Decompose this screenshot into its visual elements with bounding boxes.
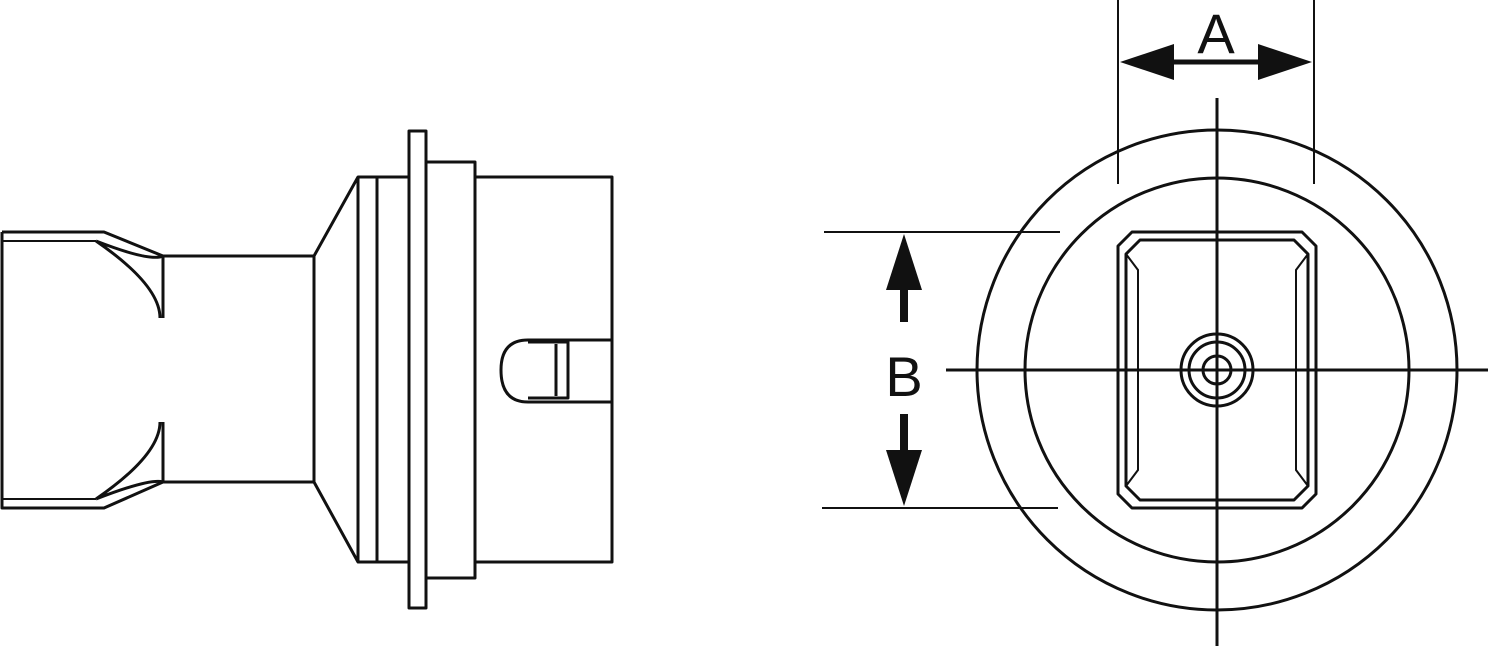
dim-a-arrow-right xyxy=(1258,44,1312,80)
dimension-a: A xyxy=(1117,0,1315,184)
dim-a-label: A xyxy=(1197,2,1235,65)
dim-b-arrow-up xyxy=(886,234,922,290)
outlet-inner-outline xyxy=(1124,238,1310,502)
dim-a-arrow-left xyxy=(1120,44,1174,80)
side-view xyxy=(0,129,614,610)
barrel xyxy=(473,175,614,564)
bayonet-slot xyxy=(499,338,612,404)
front-view xyxy=(946,98,1488,646)
outlet-outer-outline xyxy=(1116,230,1318,510)
dim-b-arrow-down xyxy=(886,450,922,506)
bayonet-slot-inner xyxy=(528,340,570,400)
nozzle-tip-inner-lines xyxy=(2,240,96,500)
dim-b-label: B xyxy=(885,345,922,408)
shoulder xyxy=(424,160,477,580)
flange xyxy=(407,129,428,610)
dimension-b: B xyxy=(822,231,1060,509)
upper-concave-cut xyxy=(95,239,164,319)
lower-concave-cut xyxy=(95,421,164,501)
nozzle-tip-outline xyxy=(0,175,410,564)
